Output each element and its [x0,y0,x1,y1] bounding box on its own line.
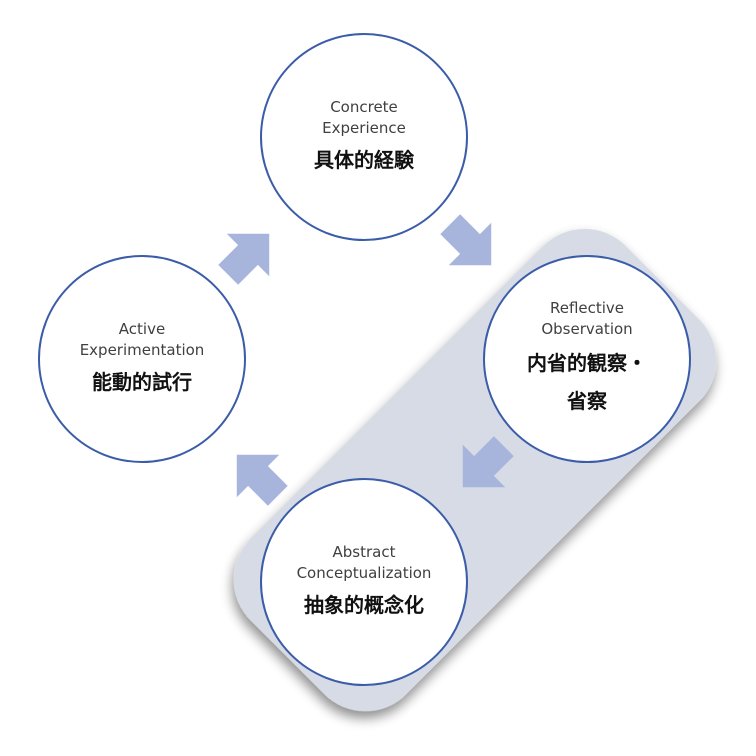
arrow-concrete-to-reflective [440,214,492,266]
arrow-active-to-concrete [218,233,270,285]
node-active-experimentation: Active Experimentation 能動的試行 [38,255,246,463]
node-concrete-experience: Concrete Experience 具体的経験 [260,33,468,241]
arrow-reflective-to-abstract [462,436,514,488]
node-label-ja: 内省的観察・ 省察 [527,351,647,413]
node-label-ja: 能動的試行 [92,370,192,394]
arrow-abstract-to-active [236,454,288,506]
node-label-en: Reflective Observation [541,299,633,338]
node-label-en: Active Experimentation [79,320,205,359]
node-abstract-conceptualization: Abstract Conceptualization 抽象的概念化 [260,478,468,686]
node-label-en: Abstract Conceptualization [296,543,432,582]
node-label-en: Concrete Experience [322,98,406,137]
node-label-ja: 抽象的概念化 [304,593,424,617]
node-reflective-observation: Reflective Observation 内省的観察・ 省察 [483,255,691,463]
node-label-ja: 具体的経験 [314,148,414,172]
